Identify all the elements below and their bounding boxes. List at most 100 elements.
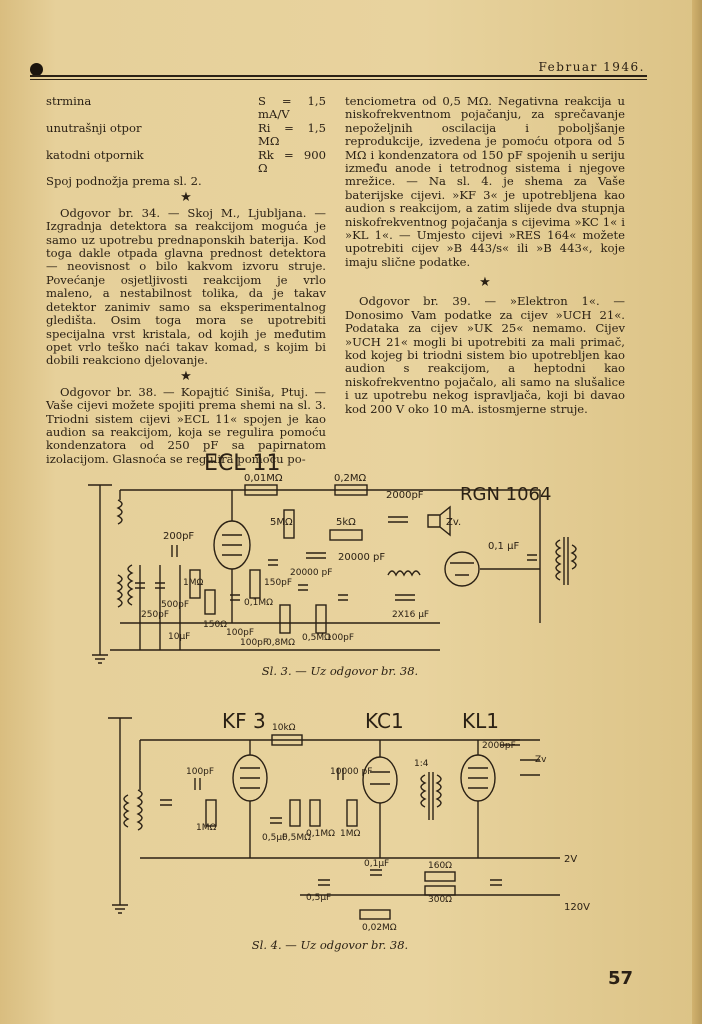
tube-rgn1064-icon (444, 551, 480, 587)
ground-icon (112, 904, 128, 914)
header-rule-thin (30, 79, 647, 80)
figure-4-caption: Sl. 4. — Uz odgovor br. 38. (251, 938, 409, 952)
fig3-label-tube1: ECL 11 (204, 451, 281, 476)
fig3-label: Zv. (446, 517, 461, 528)
fig4-label: 120V (564, 902, 590, 913)
answer-34: Odgovor br. 34. — Skoj M., Ljubljana. — … (46, 205, 326, 368)
fig4-label: 10kΩ (272, 723, 296, 733)
spec-value: Rk = 900 Ω (258, 147, 326, 176)
fig3-label: 0,8MΩ (266, 638, 295, 648)
coil-icon (116, 574, 123, 608)
left-column: strmina S = 1,5 mA/V unutrašnji otpor Ri… (46, 94, 326, 466)
capacitor-icon (490, 879, 502, 886)
header-date: Februar 1946. (538, 60, 645, 74)
capacitor-icon (270, 817, 282, 824)
answer-39: Odgovor br. 39. — »Elektron 1«. — Donosi… (345, 294, 625, 416)
figure-4-schematic: KF 3 KC1 KL1 10kΩ 100pF 1MΩ 10000 pF 200… (108, 709, 590, 932)
capacitor-icon (194, 778, 201, 790)
figure-3-caption: Sl. 3. — Uz odgovor br. 38. (261, 664, 419, 678)
star-separator: ★ (479, 275, 491, 291)
fig4-label: 2000pF (482, 741, 516, 751)
fig4-label: 0,1μF (364, 859, 389, 869)
fig4-label: 300Ω (428, 895, 452, 905)
fig3-label-tube2: RGN 1064 (460, 484, 551, 505)
capacitor-icon (230, 594, 240, 601)
fig4-label: 160Ω (428, 861, 452, 871)
fig3-label: 2X16 μF (392, 610, 429, 620)
fig4-label: 0,5μF (262, 833, 287, 843)
capacitor-icon (395, 594, 415, 601)
resistor-icon (249, 569, 261, 599)
header-bullet (30, 63, 43, 76)
resistor-icon (204, 589, 216, 615)
capacitor-icon (268, 559, 278, 566)
fig3-label: 5kΩ (336, 517, 356, 528)
antenna-icon (88, 484, 112, 655)
fig3-label: 20000 pF (338, 552, 385, 563)
resistor-icon (244, 484, 278, 496)
spec-value: Ri = 1,5 MΩ (258, 120, 326, 149)
fig3-label: 0,2MΩ (334, 473, 367, 484)
transformer-icon (555, 539, 562, 581)
fig4-label: 0,5MΩ (282, 833, 311, 843)
fig4-label: Zv (535, 755, 547, 765)
spec-note: Spoj podnožja prema sl. 2. (46, 174, 202, 189)
answer-38: Odgovor br. 38. — Kopajtić Siniša, Ptuj.… (46, 384, 326, 466)
coil-icon (136, 789, 143, 831)
fig3-label: 200pF (163, 531, 194, 542)
spec-value: S = 1,5 mA/V (258, 94, 326, 122)
resistor-icon (346, 799, 358, 827)
spec-label: katodni otpornik (46, 147, 144, 162)
fig3-label: 0,5MΩ (302, 633, 331, 643)
page-number: 57 (608, 968, 634, 989)
resistor-icon (289, 799, 301, 827)
fig3-label: 2000pF (386, 490, 424, 501)
spec-label: strmina (46, 94, 92, 108)
fig3-label: 5MΩ (270, 517, 293, 528)
header-rule (30, 75, 647, 77)
fig4-label: 2V (564, 854, 577, 865)
fig3-label: 100pF (226, 628, 254, 638)
fig4-label-tube1: KF 3 (222, 709, 266, 733)
fig3-label: 10μF (168, 632, 190, 642)
coil-icon (116, 499, 123, 525)
capacitor-icon (337, 768, 344, 780)
capacitor-icon (527, 554, 537, 561)
fig4-label: 0,02MΩ (362, 923, 397, 932)
resistor-icon (279, 604, 291, 634)
choke-icon (387, 570, 421, 577)
spec-row: unutrašnji otpor Ri = 1,5 MΩ (46, 120, 326, 149)
fig3-label: 150pF (264, 578, 292, 588)
fig3-label: 100pF (240, 638, 268, 648)
fig3-label: 100pF (326, 633, 354, 643)
capacitor-icon (135, 582, 145, 589)
capacitor-icon (370, 869, 382, 876)
capacitor-icon (171, 545, 178, 557)
fig4-label: 100pF (186, 767, 214, 777)
capacitor-icon (298, 584, 308, 591)
fig4-label: 1MΩ (196, 823, 216, 833)
capacitor-icon (318, 879, 330, 886)
fig4-label: 10000 pF (330, 767, 372, 777)
capacitor-icon (388, 516, 408, 523)
resistor-icon (309, 799, 321, 827)
figure-3-schematic: ECL 11 RGN 1064 0,01MΩ 0,2MΩ 2000pF Zv. … (88, 451, 577, 664)
fig3-label: 250pF (141, 610, 169, 620)
right-column: tenciometra od 0,5 MΩ. Negativna reakcij… (345, 94, 625, 416)
transformer-icon (420, 774, 427, 808)
fig3-label: 150Ω (203, 620, 227, 630)
answer-38-continued: tenciometra od 0,5 MΩ. Negativna reakcij… (345, 94, 625, 269)
resistor-icon (271, 734, 303, 746)
fig4-label: 0,1MΩ (306, 829, 335, 839)
coil-icon (123, 794, 130, 828)
fig4-label-tube2: KC1 (365, 709, 404, 733)
speaker-icon (427, 505, 451, 537)
capacitor-icon (155, 582, 165, 589)
capacitor-icon (306, 552, 326, 559)
spec-row: strmina S = 1,5 mA/V (46, 94, 326, 122)
fig3-label: 20000 pF (290, 568, 332, 578)
resistor-icon (424, 885, 456, 896)
resistor-icon (334, 484, 368, 496)
fig4-label: 1:4 (414, 759, 429, 769)
